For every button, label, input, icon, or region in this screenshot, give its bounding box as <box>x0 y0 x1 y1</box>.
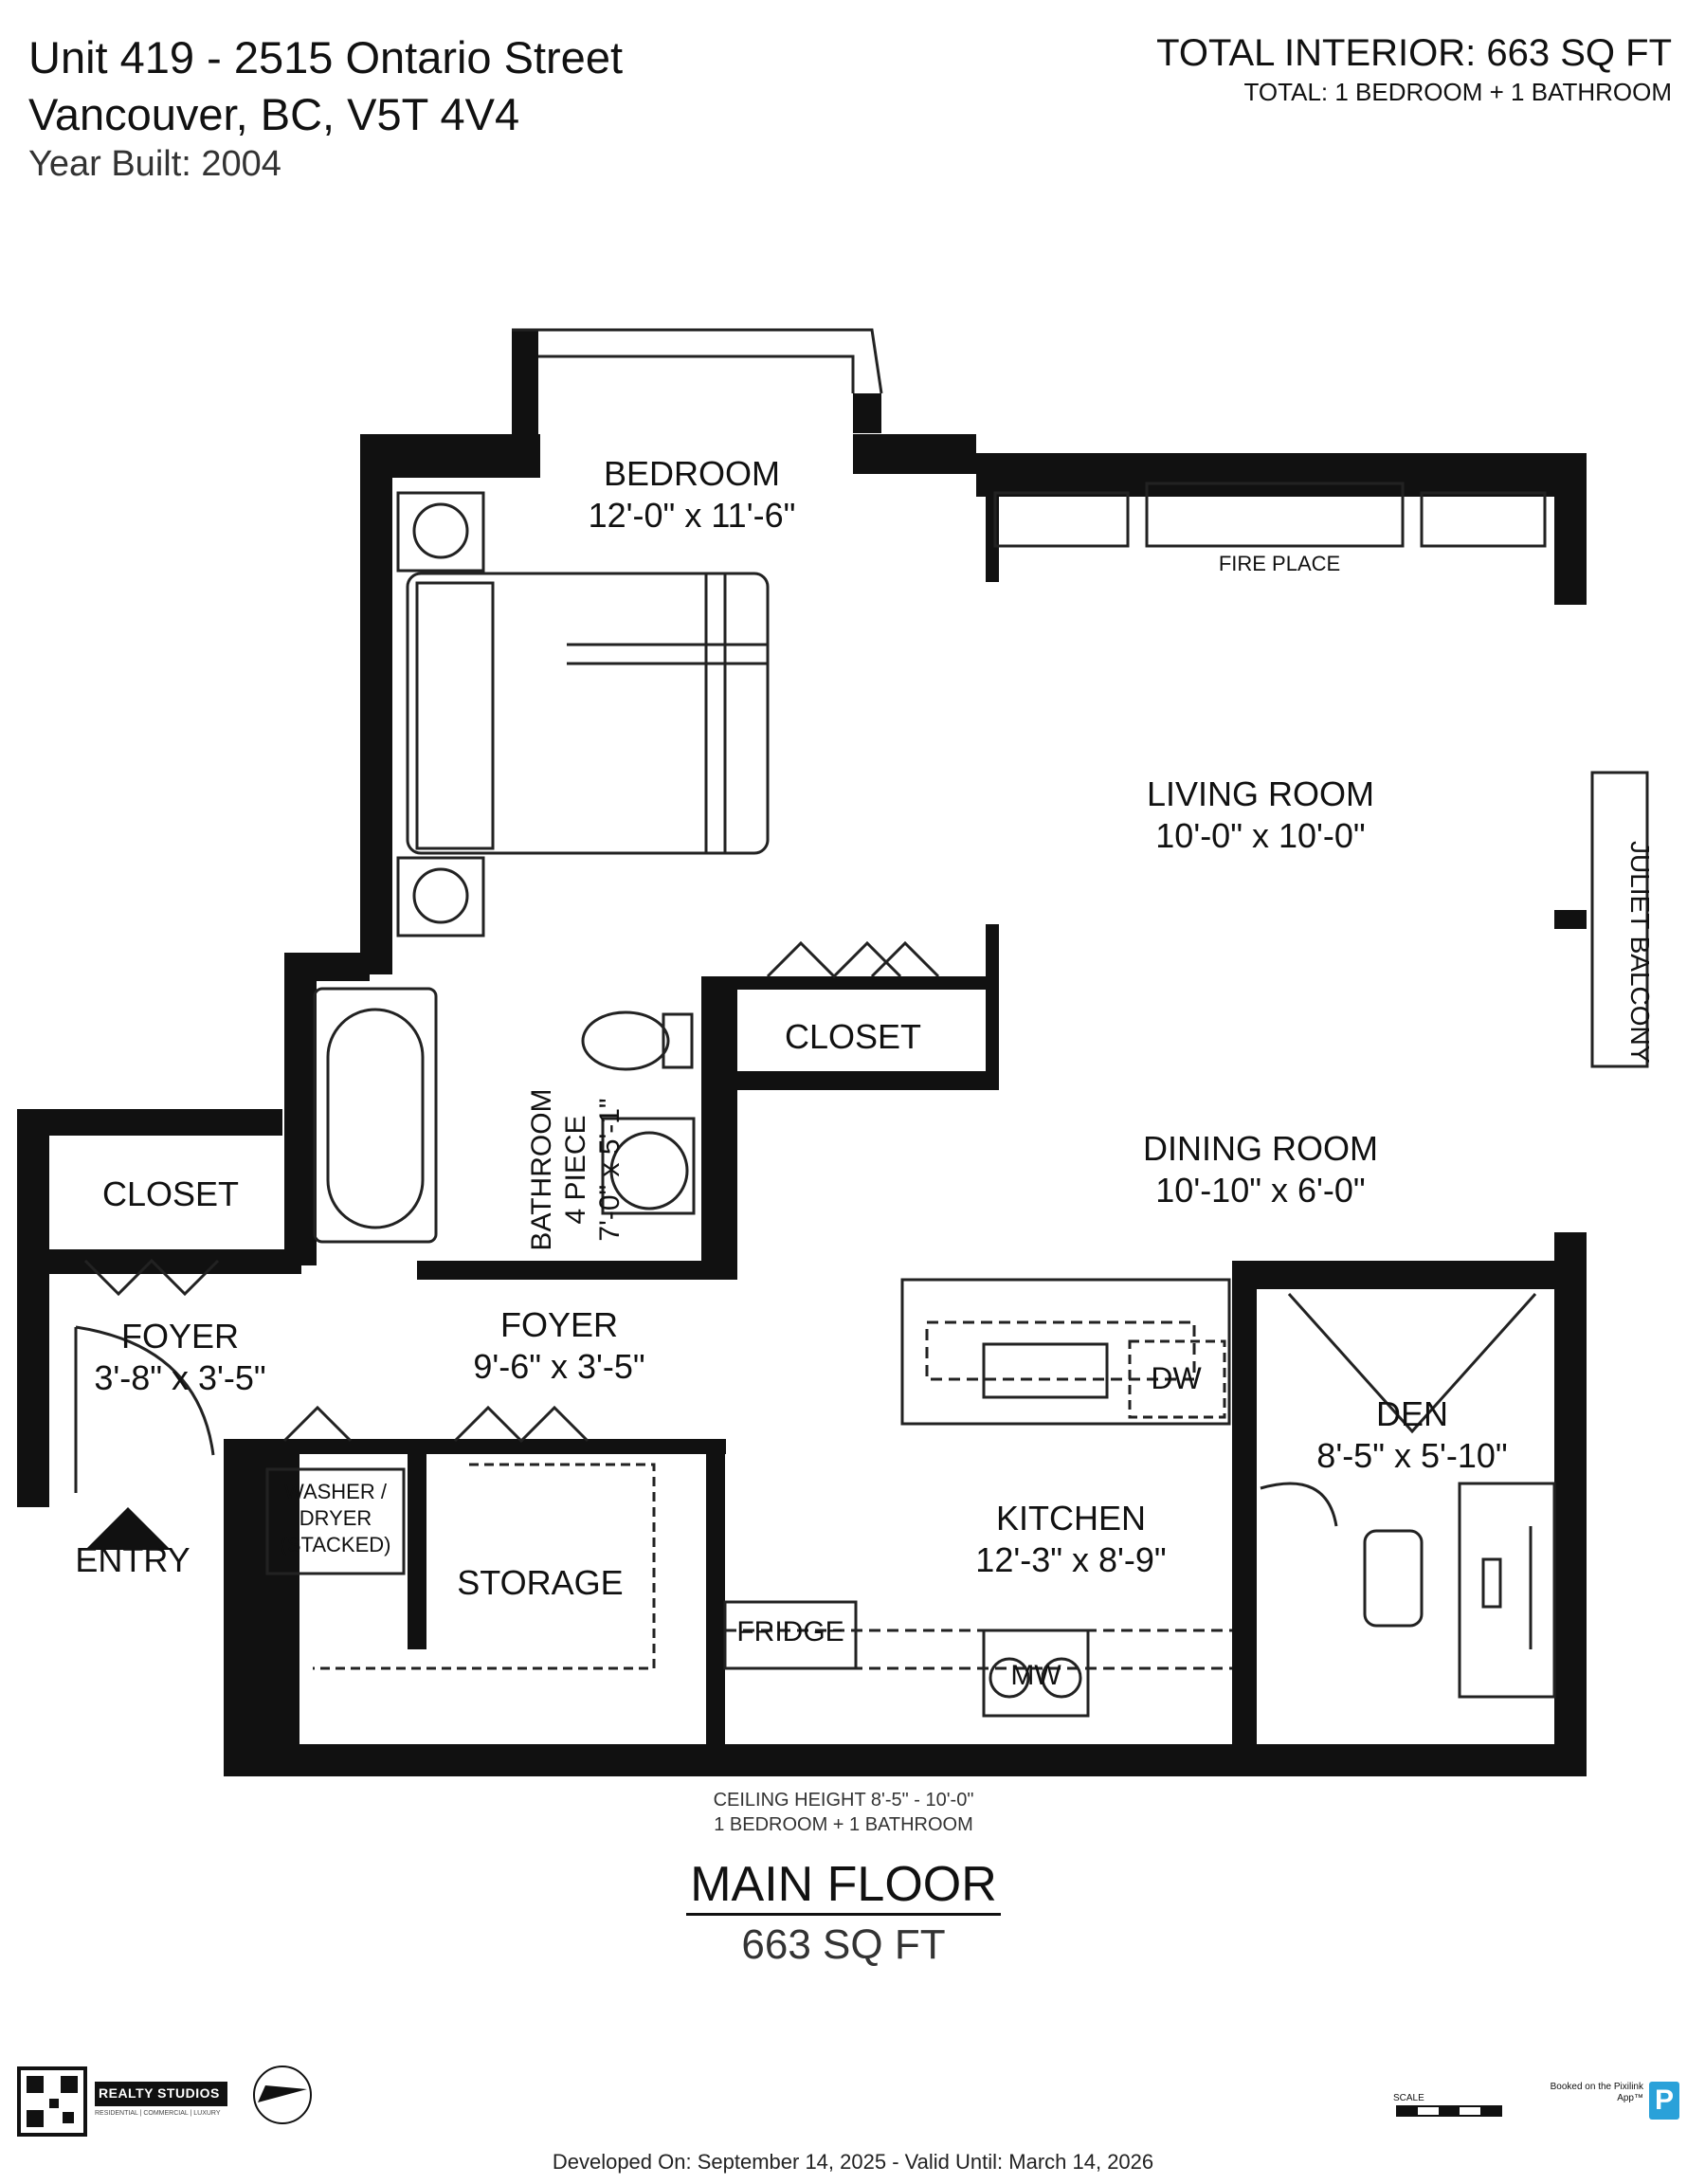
room-dining-dims: 10'-10" x 6'-0" <box>1155 1171 1366 1210</box>
room-kitchen-name: KITCHEN <box>995 1499 1146 1538</box>
developed-dates: Developed On: September 14, 2025 - Valid… <box>552 2150 1154 2174</box>
room-den-dims: 8'-5" x 5'-10" <box>1316 1436 1508 1475</box>
room-living: LIVING ROOM 10'-0" x 10'-0" <box>1099 774 1422 857</box>
fridge-label: FRIDGE <box>736 1616 844 1647</box>
total-interior-label: TOTAL INTERIOR: <box>1156 32 1477 74</box>
entry-label: ENTRY <box>75 1540 190 1579</box>
walls <box>17 330 1587 1776</box>
floor-area: 663 SQ FT <box>741 1921 946 1968</box>
room-storage: STORAGE <box>457 1563 624 1602</box>
brand-logo-block <box>95 2082 227 2106</box>
floor-summary: MAIN FLOOR 663 SQ FT <box>607 1856 1080 1969</box>
ceiling-height: CEILING HEIGHT 8'-5" - 10'-0" <box>713 1790 974 1811</box>
room-kitchen: KITCHEN 12'-3" x 8'-9" <box>910 1498 1232 1581</box>
scale-label: SCALE <box>1393 2093 1424 2103</box>
room-foyer-main-name: FOYER <box>499 1305 618 1344</box>
room-bedroom-dims: 12'-0" x 11'-6" <box>588 496 796 535</box>
room-closet-bedroom: CLOSET <box>784 1017 922 1056</box>
room-den: DEN 8'-5" x 5'-10" <box>1289 1393 1535 1477</box>
total-summary: TOTAL: 1 BEDROOM + 1 BATHROOM <box>1243 78 1672 106</box>
year-built: Year Built: 2004 <box>28 144 281 184</box>
fireplace-label: FIRE PLACE <box>1218 552 1341 575</box>
room-foyer-small: FOYER 3'-8" x 3'-5" <box>66 1316 294 1399</box>
room-den-name: DEN <box>1375 1394 1448 1433</box>
room-foyer-small-dims: 3'-8" x 3'-5" <box>94 1358 266 1397</box>
room-foyer-small-name: FOYER <box>120 1317 239 1356</box>
room-foyer-main-dims: 9'-6" x 3'-5" <box>473 1347 645 1386</box>
total-interior: TOTAL INTERIOR: 663 SQ FT <box>1156 32 1672 75</box>
address-line-2: Vancouver, BC, V5T 4V4 <box>28 89 520 139</box>
north-compass-icon <box>253 2066 312 2124</box>
brand-name: REALTY STUDIOS <box>99 2085 220 2101</box>
ceiling-info: CEILING HEIGHT 8'-5" - 10'-0" 1 BEDROOM … <box>559 1788 1128 1837</box>
juliet-balcony-label: JULIET BALCONY <box>1625 841 1655 1064</box>
room-bedroom: BEDROOM 12'-0" x 11'-6" <box>550 453 834 537</box>
scale-bar-icon <box>1396 2105 1502 2117</box>
room-bathroom-line3: 7'-0" x 5'-1" <box>594 1098 626 1242</box>
floor-title: MAIN FLOOR <box>686 1856 1001 1916</box>
room-kitchen-dims: 12'-3" x 8'-9" <box>975 1540 1167 1579</box>
room-laundry-line3: (STACKED) <box>280 1533 391 1556</box>
room-laundry-line1: WASHER / <box>284 1480 387 1503</box>
fixtures-lines <box>74 328 1649 1718</box>
room-bathroom-line1: BATHROOM <box>526 1088 557 1251</box>
brand-tagline: RESIDENTIAL | COMMERCIAL | LUXURY <box>95 2110 221 2117</box>
pixlink-logo-icon: P <box>1649 2082 1679 2120</box>
qr-code-icon <box>17 2066 87 2137</box>
room-bedroom-name: BEDROOM <box>603 454 780 493</box>
room-living-name: LIVING ROOM <box>1146 774 1375 813</box>
room-living-dims: 10'-0" x 10'-0" <box>1155 816 1366 855</box>
entry-arrow-icon <box>85 1507 171 1550</box>
room-dining-name: DINING ROOM <box>1143 1129 1378 1168</box>
room-bathroom: BATHROOM 4 PIECE 7'-0" x 5'-1" <box>525 1046 627 1293</box>
total-interior-value: 663 SQ FT <box>1486 32 1672 74</box>
address-line-1: Unit 419 - 2515 Ontario Street <box>28 32 624 82</box>
dishwasher-label: DW <box>1151 1361 1202 1395</box>
room-laundry-line2: DRYER <box>299 1506 372 1530</box>
pixlink-text: Booked on the Pixilink App™ <box>1550 2082 1643 2103</box>
room-foyer-main: FOYER 9'-6" x 3'-5" <box>398 1304 720 1388</box>
room-laundry: WASHER / DRYER (STACKED) <box>267 1479 404 1558</box>
room-closet-entry: CLOSET <box>101 1174 240 1213</box>
microwave-label: MW <box>1010 1660 1061 1691</box>
room-bathroom-line2: 4 PIECE <box>560 1115 591 1225</box>
footer-summary: 1 BEDROOM + 1 BATHROOM <box>714 1814 973 1835</box>
room-dining: DINING ROOM 10'-10" x 6'-0" <box>1099 1128 1422 1211</box>
